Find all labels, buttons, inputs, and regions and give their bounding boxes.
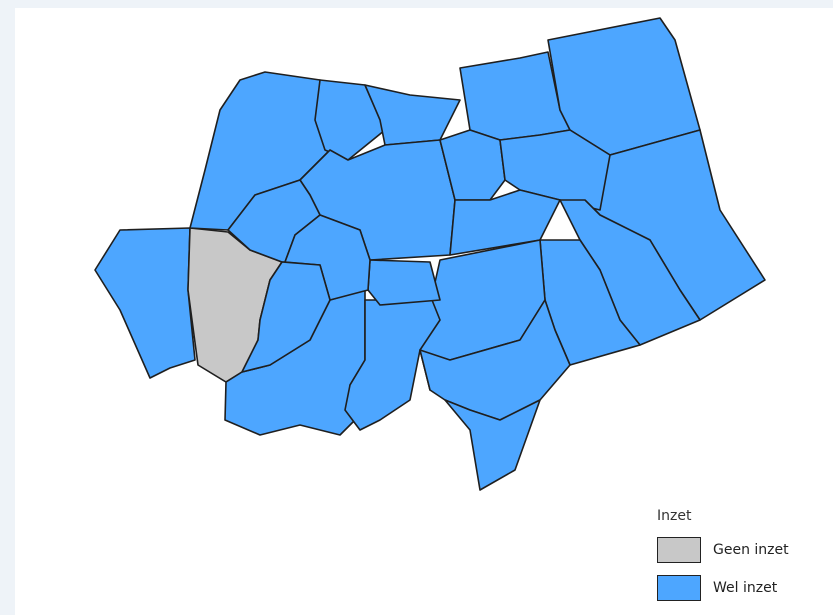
region-wc3[interactable] xyxy=(241,261,331,373)
region-center-c[interactable] xyxy=(499,129,611,211)
legend-label-geen: Geen inzet xyxy=(713,542,789,558)
region-south-tail[interactable] xyxy=(444,399,541,491)
legend-swatch-wel xyxy=(657,575,701,601)
region-south-e[interactable] xyxy=(419,299,571,421)
legend-item-wel-inzet: Wel inzet xyxy=(657,574,827,602)
legend: Inzet Geen inzet Wel inzet xyxy=(657,508,827,612)
legend-item-geen-inzet: Geen inzet xyxy=(657,536,827,564)
legend-title: Inzet xyxy=(657,508,692,524)
region-north-c[interactable] xyxy=(364,84,461,146)
legend-swatch-geen xyxy=(657,537,701,563)
legend-label-wel: Wel inzet xyxy=(713,580,778,596)
region-west[interactable] xyxy=(94,227,196,379)
region-center-sq[interactable] xyxy=(367,259,441,306)
